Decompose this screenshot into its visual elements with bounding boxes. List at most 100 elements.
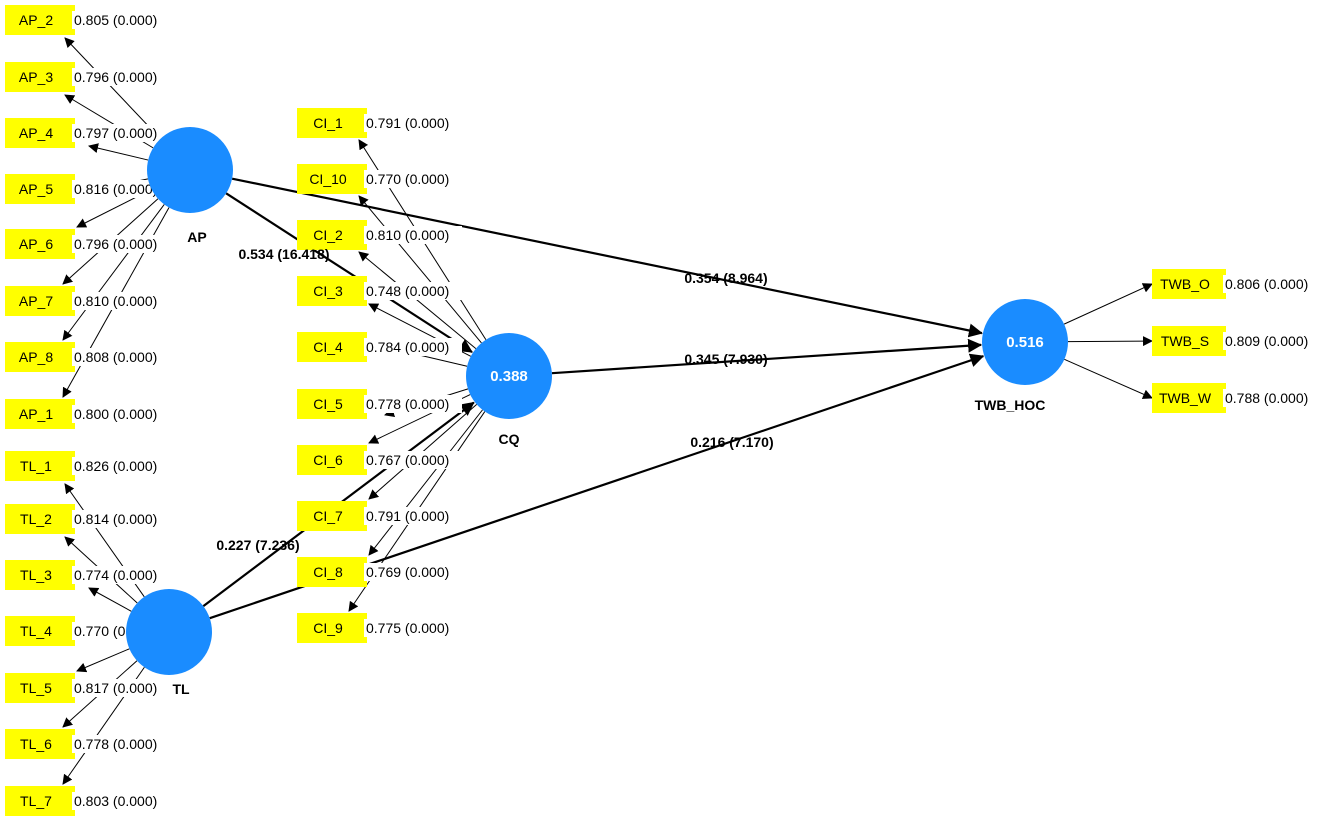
indicator-name: TL_7 — [20, 793, 52, 809]
indicator-twb-o[interactable]: TWB_O 0.806 (0.000) — [1152, 269, 1321, 299]
outer-loading-value: 0.800 (0.000) — [74, 406, 157, 422]
indicator-name: TWB_O — [1160, 276, 1210, 292]
loading-line-ap-4 — [88, 143, 149, 161]
indicator-box — [297, 220, 367, 250]
indicator-twb-w[interactable]: TWB_W 0.788 (0.000) — [1152, 383, 1321, 413]
indicator-name: AP_8 — [19, 349, 53, 365]
path-coefficient-tl-to-cq: 0.227 (7.236) — [216, 537, 299, 553]
indicator-name: TWB_W — [1159, 390, 1212, 406]
outer-loading-value: 0.806 (0.000) — [1225, 276, 1308, 292]
indicator-name: TL_4 — [20, 623, 52, 639]
indicator-name: CI_1 — [313, 115, 343, 131]
indicator-name: AP_7 — [19, 293, 53, 309]
indicator-name: CI_6 — [313, 452, 343, 468]
path-coefficient-ap-to-cq: 0.534 (16.418) — [238, 246, 329, 262]
indicator-tl-1[interactable]: TL_1 0.826 (0.000) — [5, 451, 170, 481]
construct-ap[interactable] — [147, 127, 233, 213]
outer-loading-value: 0.808 (0.000) — [74, 349, 157, 365]
outer-loading-value: 0.796 (0.000) — [74, 236, 157, 252]
indicator-ap-8[interactable]: AP_8 0.808 (0.000) — [5, 342, 170, 372]
indicator-box — [1152, 326, 1226, 356]
indicator-name: AP_1 — [19, 406, 53, 422]
construct-circle[interactable] — [466, 333, 552, 419]
r-squared-value: 0.516 — [1006, 334, 1044, 351]
outer-loading-value: 0.826 (0.000) — [74, 458, 157, 474]
indicator-ci-2[interactable]: CI_2 0.810 (0.000) — [297, 220, 462, 250]
outer-loading-value: 0.788 (0.000) — [1225, 390, 1308, 406]
construct-label-ap: AP — [187, 229, 206, 245]
loading-line-ci-8 — [368, 409, 483, 556]
indicator-box — [5, 229, 75, 259]
indicator-name: AP_3 — [19, 69, 53, 85]
loading-line-ap-8 — [62, 204, 165, 341]
outer-loading-value: 0.816 (0.000) — [74, 181, 157, 197]
indicator-box — [5, 342, 75, 372]
indicator-ci-10[interactable]: CI_10 0.770 (0.000) — [297, 164, 462, 194]
indicator-box — [297, 501, 367, 531]
r-squared-value: 0.388 — [490, 368, 528, 385]
path-coefficient-tl-to-twb-hoc: 0.216 (7.170) — [690, 434, 773, 450]
loading-line-ci-2 — [358, 251, 477, 349]
outer-loading-value: 0.774 (0.000) — [74, 567, 157, 583]
outer-loading-value: 0.791 (0.000) — [366, 508, 449, 524]
indicator-box — [5, 174, 75, 204]
indicator-box — [5, 286, 75, 316]
indicator-name: CI_3 — [313, 283, 343, 299]
construct-circle[interactable] — [982, 299, 1068, 385]
indicator-box — [297, 332, 367, 362]
indicator-box — [297, 276, 367, 306]
indicator-name: CI_2 — [313, 227, 343, 243]
loading-line-twb-s — [1067, 336, 1153, 347]
indicator-box — [5, 399, 75, 429]
indicator-ci-4[interactable]: CI_4 0.784 (0.000) — [297, 332, 462, 362]
indicator-box — [5, 5, 75, 35]
indicator-box — [297, 389, 367, 419]
indicator-box — [5, 62, 75, 92]
indicator-ap-1[interactable]: AP_1 0.800 (0.000) — [5, 399, 170, 429]
indicator-ap-7[interactable]: AP_7 0.810 (0.000) — [5, 286, 170, 316]
indicator-box — [5, 451, 75, 481]
construct-twb-hoc[interactable]: 0.516 — [982, 299, 1068, 385]
indicator-name: TL_2 — [20, 511, 52, 527]
path-arrow-ap-to-cq — [225, 192, 473, 354]
construct-circle[interactable] — [147, 127, 233, 213]
indicator-name: AP_2 — [19, 12, 53, 28]
path-arrow-cq-to-twb-hoc — [551, 338, 983, 375]
construct-circle[interactable] — [126, 589, 212, 675]
indicator-name: CI_8 — [313, 564, 343, 580]
outer-loading-value: 0.767 (0.000) — [366, 452, 449, 468]
outer-loading-value: 0.814 (0.000) — [74, 511, 157, 527]
indicator-name: CI_10 — [309, 171, 347, 187]
indicator-box — [5, 673, 75, 703]
loading-line-twb-o — [1063, 283, 1153, 325]
indicator-name: AP_5 — [19, 181, 53, 197]
outer-loading-value: 0.810 (0.000) — [366, 227, 449, 243]
indicator-box — [297, 108, 367, 138]
indicator-ap-5[interactable]: AP_5 0.816 (0.000) — [5, 174, 170, 204]
indicator-tl-2[interactable]: TL_2 0.814 (0.000) — [5, 504, 170, 534]
construct-tl[interactable] — [126, 589, 212, 675]
indicator-name: CI_4 — [313, 339, 343, 355]
outer-loading-value: 0.770 (0.000) — [366, 171, 449, 187]
indicator-ci-6[interactable]: CI_6 0.767 (0.000) — [297, 445, 462, 475]
outer-loading-value: 0.784 (0.000) — [366, 339, 449, 355]
outer-loading-value: 0.810 (0.000) — [74, 293, 157, 309]
construct-cq[interactable]: 0.388 — [466, 333, 552, 419]
indicator-name: TL_1 — [20, 458, 52, 474]
